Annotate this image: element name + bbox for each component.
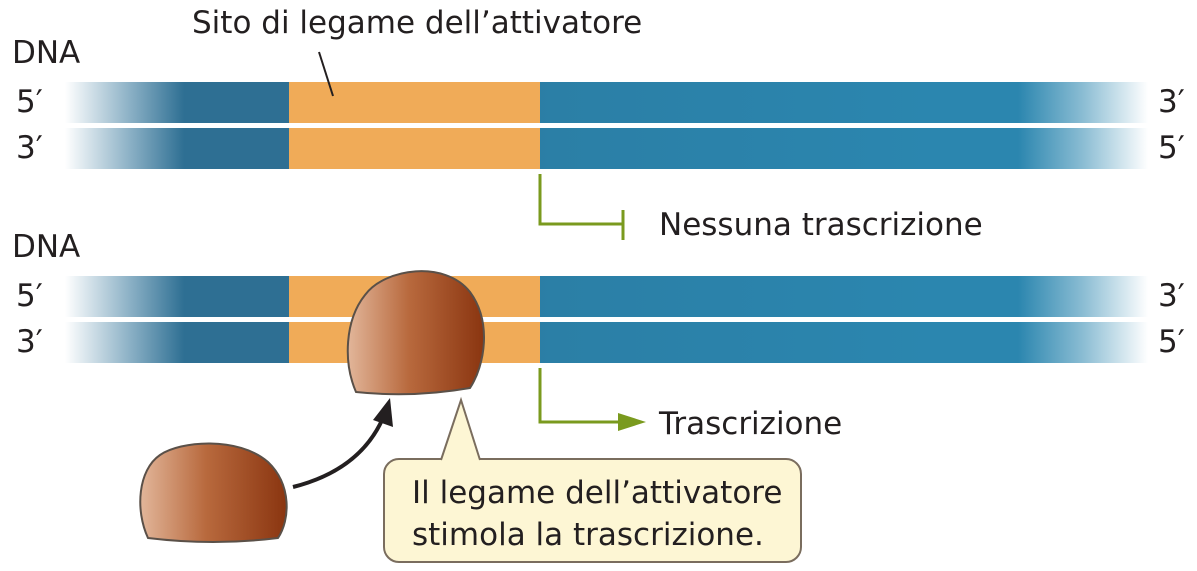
callout-pointer <box>440 396 481 461</box>
transcription-arrow-icon <box>538 368 646 431</box>
strand-end-label: 5′ <box>1158 324 1185 360</box>
strand-end-label: 5′ <box>16 278 43 314</box>
callout-line-1: Il legame dell’attivatore <box>412 475 783 511</box>
transcription-label: Trascrizione <box>659 406 843 442</box>
binding-site-label: Sito di legame dell’attivatore <box>192 5 643 41</box>
blocked-promoter-icon <box>538 174 625 240</box>
activator-protein-free <box>139 442 288 543</box>
dna-strand-top-2 <box>65 128 1148 169</box>
dna-label-top: DNA <box>12 35 81 71</box>
strand-end-label: 3′ <box>16 130 43 166</box>
strand-end-label: 3′ <box>16 324 43 360</box>
strand-end-label: 5′ <box>16 84 43 120</box>
dna-strand-bottom-1 <box>65 276 1148 317</box>
dna-strand-top-1 <box>65 82 1148 123</box>
dna-strand-bottom-2 <box>65 322 1148 363</box>
activator-protein-bound <box>346 270 485 396</box>
binding-arrow-icon <box>292 398 393 489</box>
strand-end-label: 3′ <box>1158 278 1185 314</box>
dna-label-bottom: DNA <box>12 229 81 265</box>
binding-site-top-2 <box>289 128 540 169</box>
site-label-leader <box>318 51 334 97</box>
strand-end-label: 5′ <box>1158 130 1185 166</box>
callout-line-2: stimola la trascrizione. <box>412 517 764 553</box>
no-transcription-label: Nessuna trascrizione <box>659 207 983 243</box>
strand-end-label: 3′ <box>1158 84 1185 120</box>
callout-box <box>383 458 802 563</box>
